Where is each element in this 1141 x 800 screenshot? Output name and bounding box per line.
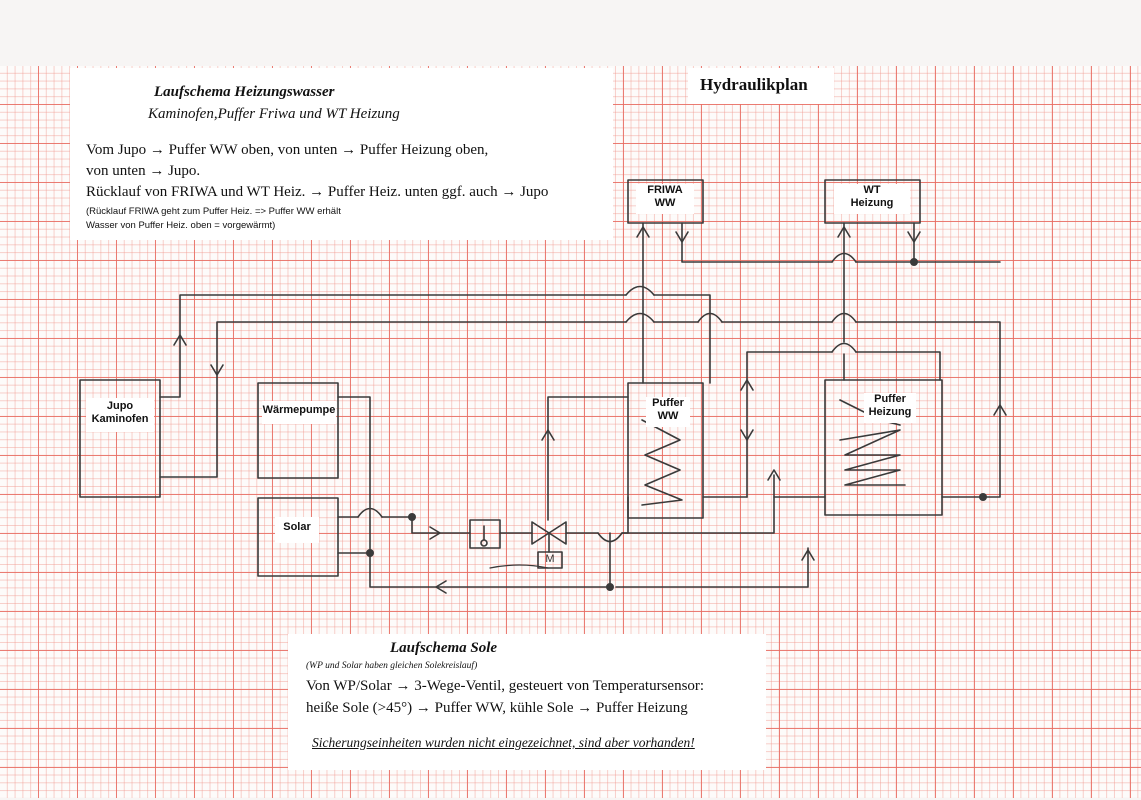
sole-note: (WP und Solar haben gleichen Solekreisla…: [306, 661, 478, 671]
plan-title-box: Hydraulikplan: [688, 68, 834, 104]
wt-line1: WT: [863, 184, 881, 196]
valve-motor-label: M: [545, 553, 555, 565]
puffer-heizung-box: [824, 379, 943, 516]
jupo-kaminofen-box: [79, 379, 161, 498]
wt-line2: Heizung: [850, 197, 894, 209]
wt-heizung-box: [824, 179, 921, 224]
puffer-heizung-line1: Puffer: [874, 393, 906, 405]
heating-water-note2: Wasser von Puffer Heiz. oben = vorgewärm…: [86, 220, 276, 231]
heating-water-line3: Rücklauf von FRIWA und WT Heiz. → Puffer…: [86, 184, 549, 200]
sole-line1: Von WP/Solar → 3-Wege-Ventil, gesteuert …: [306, 678, 705, 694]
puffer-heizung-label: Puffer Heizung: [864, 393, 916, 423]
puffer-ww-label: Puffer WW: [646, 397, 690, 427]
wt-heizung-label: WT Heizung: [834, 184, 910, 214]
heating-water-info-box: Laufschema Heizungswasser Kaminofen,Puff…: [70, 68, 613, 240]
puffer-ww-line1: Puffer: [652, 397, 684, 409]
heating-water-line2: von unten → Jupo.: [86, 163, 201, 179]
waermepumpe-label-text: Wärmepumpe: [262, 404, 336, 416]
heating-water-title: Laufschema Heizungswasser: [154, 84, 335, 100]
heating-water-note1: (Rücklauf FRIWA geht zum Puffer Heiz. =>…: [86, 206, 341, 217]
friwa-line2: WW: [654, 197, 676, 209]
puffer-heizung-line2: Heizung: [868, 406, 912, 418]
temperature-sensor: [469, 519, 501, 549]
sole-title: Laufschema Sole: [390, 640, 498, 656]
sole-info-box: Laufschema Sole (WP und Solar haben glei…: [288, 634, 766, 770]
friwa-box: [627, 179, 704, 224]
waermepumpe-label: Wärmepumpe: [262, 401, 336, 424]
sole-footnote: Sicherungseinheiten wurden nicht eingeze…: [312, 735, 695, 750]
friwa-line1: FRIWA: [647, 184, 683, 196]
heating-water-line1: Vom Jupo → Puffer WW oben, von unten → P…: [86, 142, 489, 158]
waermepumpe-box: [257, 382, 339, 479]
puffer-ww-box: [627, 382, 704, 519]
friwa-label: FRIWA WW: [636, 184, 694, 214]
solar-label: Solar: [275, 517, 319, 543]
jupo-label-line1: Jupo: [106, 400, 134, 412]
sole-line2: heiße Sole (>45°) → Puffer WW, kühle Sol…: [306, 700, 688, 716]
solar-box: [257, 497, 339, 577]
heating-water-subtitle: Kaminofen,Puffer Friwa und WT Heizung: [148, 106, 400, 122]
solar-label-text: Solar: [283, 521, 311, 533]
jupo-label-line2: Kaminofen: [91, 413, 149, 425]
plan-title: Hydraulikplan: [700, 75, 808, 94]
jupo-kaminofen-label: Jupo Kaminofen: [86, 398, 154, 432]
puffer-ww-line2: WW: [657, 410, 679, 422]
valve-motor: [537, 551, 563, 569]
